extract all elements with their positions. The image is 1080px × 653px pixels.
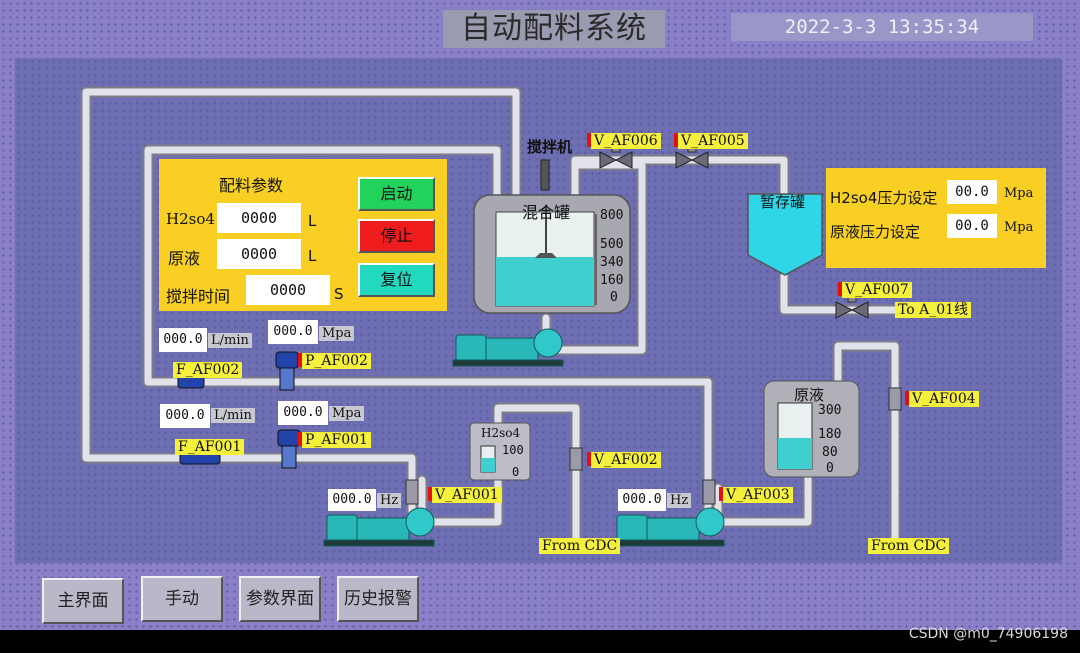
yuanye-volume-field[interactable]: 0000 [217, 239, 301, 269]
yuanye-label: 原液 [168, 249, 201, 268]
yuanye-tank-scale-80: 80 [822, 445, 838, 460]
p-af002-tag[interactable]: P_AF002 [302, 353, 371, 369]
hmi-screen: 自动配料系统 2022-3-3 13:35:34 [0, 0, 1080, 630]
stop-button[interactable]: 停止 [358, 219, 435, 253]
h2so4-tank-scale-0: 0 [512, 465, 520, 479]
v-af003-status [719, 487, 725, 501]
pressure-panel [826, 168, 1046, 268]
h2so4-tank-scale-100: 100 [502, 443, 524, 457]
press2-reading: 000.0 [268, 320, 318, 344]
f-af001-tag[interactable]: F_AF001 [175, 439, 245, 455]
mix-tank-scale-0: 0 [610, 290, 618, 305]
flow1-unit: L/min [211, 408, 255, 423]
v-af003-tag[interactable]: V_AF003 [723, 487, 793, 503]
v-af004-tag[interactable]: V_AF004 [909, 391, 979, 407]
hz1-unit: Hz [377, 493, 402, 508]
flow1-reading: 000.0 [160, 404, 210, 428]
yuanye-pressure-label: 原液压力设定 [830, 223, 921, 241]
f-af002-tag[interactable]: F_AF002 [173, 362, 243, 378]
h2so4-pressure-label: H2so4压力设定 [830, 189, 938, 207]
yuanye-pump [613, 507, 725, 547]
p-af001-tag[interactable]: P_AF001 [302, 432, 371, 448]
yuanye-tank-scale-0: 0 [826, 461, 834, 476]
yuanye-pressure-field[interactable]: 00.0 [947, 214, 997, 238]
v-af002-status [587, 452, 593, 466]
process-diagram [80, 86, 904, 547]
mix-pump [452, 328, 564, 367]
h2so4-tank-label: H2so4 [481, 426, 521, 440]
mix-tank-scale-160: 160 [600, 273, 624, 288]
yuanye-pressure-unit: Mpa [1004, 220, 1034, 235]
start-button[interactable]: 启动 [358, 177, 435, 211]
temp-tank [747, 193, 823, 276]
watermark: CSDN @m0_74906198 [908, 626, 1068, 642]
press1-reading: 000.0 [278, 401, 328, 425]
stir-time-field[interactable]: 0000 [246, 275, 330, 305]
h2so4-label: H2so4 [166, 210, 215, 228]
h2so4-pressure-field[interactable]: 00.0 [947, 180, 997, 204]
press1-unit: Mpa [329, 406, 365, 421]
hz2-reading: 000.0 [618, 489, 666, 511]
mix-tank-level [496, 257, 594, 306]
temp-tank-label: 暂存罐 [760, 193, 806, 211]
v-af001-tag[interactable]: V_AF001 [432, 487, 502, 503]
to-a01-tag: To A_01线 [895, 302, 972, 318]
page-title: 自动配料系统 [443, 10, 665, 48]
stir-time-label: 搅拌时间 [166, 287, 231, 306]
hz1-reading: 000.0 [328, 489, 376, 511]
h2so4-pressure-unit: Mpa [1004, 186, 1034, 201]
hz2-unit: Hz [667, 493, 692, 508]
flow2-unit: L/min [208, 333, 252, 348]
nav-manual-button[interactable]: 手动 [141, 576, 223, 622]
mix-tank-scale-800: 800 [600, 208, 624, 223]
v-af007-status [838, 282, 844, 296]
stir-time-unit: S [334, 285, 344, 303]
from-cdc-tag-1: From CDC [539, 538, 621, 554]
reset-button[interactable]: 复位 [358, 263, 435, 297]
yuanye-unit: L [308, 247, 317, 265]
press2-unit: Mpa [319, 326, 355, 341]
footer-bar [0, 630, 1080, 653]
mix-tank [473, 194, 631, 314]
yuanye-tank-scale-180: 180 [818, 427, 842, 442]
recipe-title: 配料参数 [219, 176, 284, 195]
v-af002-tag[interactable]: V_AF002 [591, 452, 661, 468]
flow2-reading: 000.0 [159, 328, 207, 352]
v-af006-status [587, 133, 593, 147]
nav-params-button[interactable]: 参数界面 [239, 576, 321, 622]
v-af005-tag[interactable]: V_AF005 [678, 133, 748, 149]
v-af004-status [905, 391, 911, 405]
datetime-display: 2022-3-3 13:35:34 [731, 13, 1033, 41]
mix-tank-scale-500: 500 [600, 237, 624, 252]
mixer-label: 搅拌机 [527, 138, 573, 156]
h2so4-volume-field[interactable]: 0000 [217, 203, 301, 233]
yuanye-tank-scale-300: 300 [818, 403, 842, 418]
v-af006-tag[interactable]: V_AF006 [591, 133, 661, 149]
from-cdc-tag-2: From CDC [868, 538, 950, 554]
v-af007-tag[interactable]: V_AF007 [842, 282, 912, 298]
p-af001-status [298, 432, 304, 446]
nav-main-button[interactable]: 主界面 [42, 578, 124, 624]
h2so4-pump [323, 507, 435, 547]
v-af005-status [674, 133, 680, 147]
p-af002-status [298, 353, 304, 367]
mix-tank-scale-340: 340 [600, 255, 624, 270]
v-af001-status [428, 487, 434, 501]
yuanye-tank-label: 原液 [794, 386, 825, 404]
h2so4-unit: L [308, 212, 317, 230]
mix-tank-label: 混合罐 [522, 203, 571, 222]
nav-alarm-history-button[interactable]: 历史报警 [337, 576, 419, 622]
mixer-motor [540, 159, 550, 191]
